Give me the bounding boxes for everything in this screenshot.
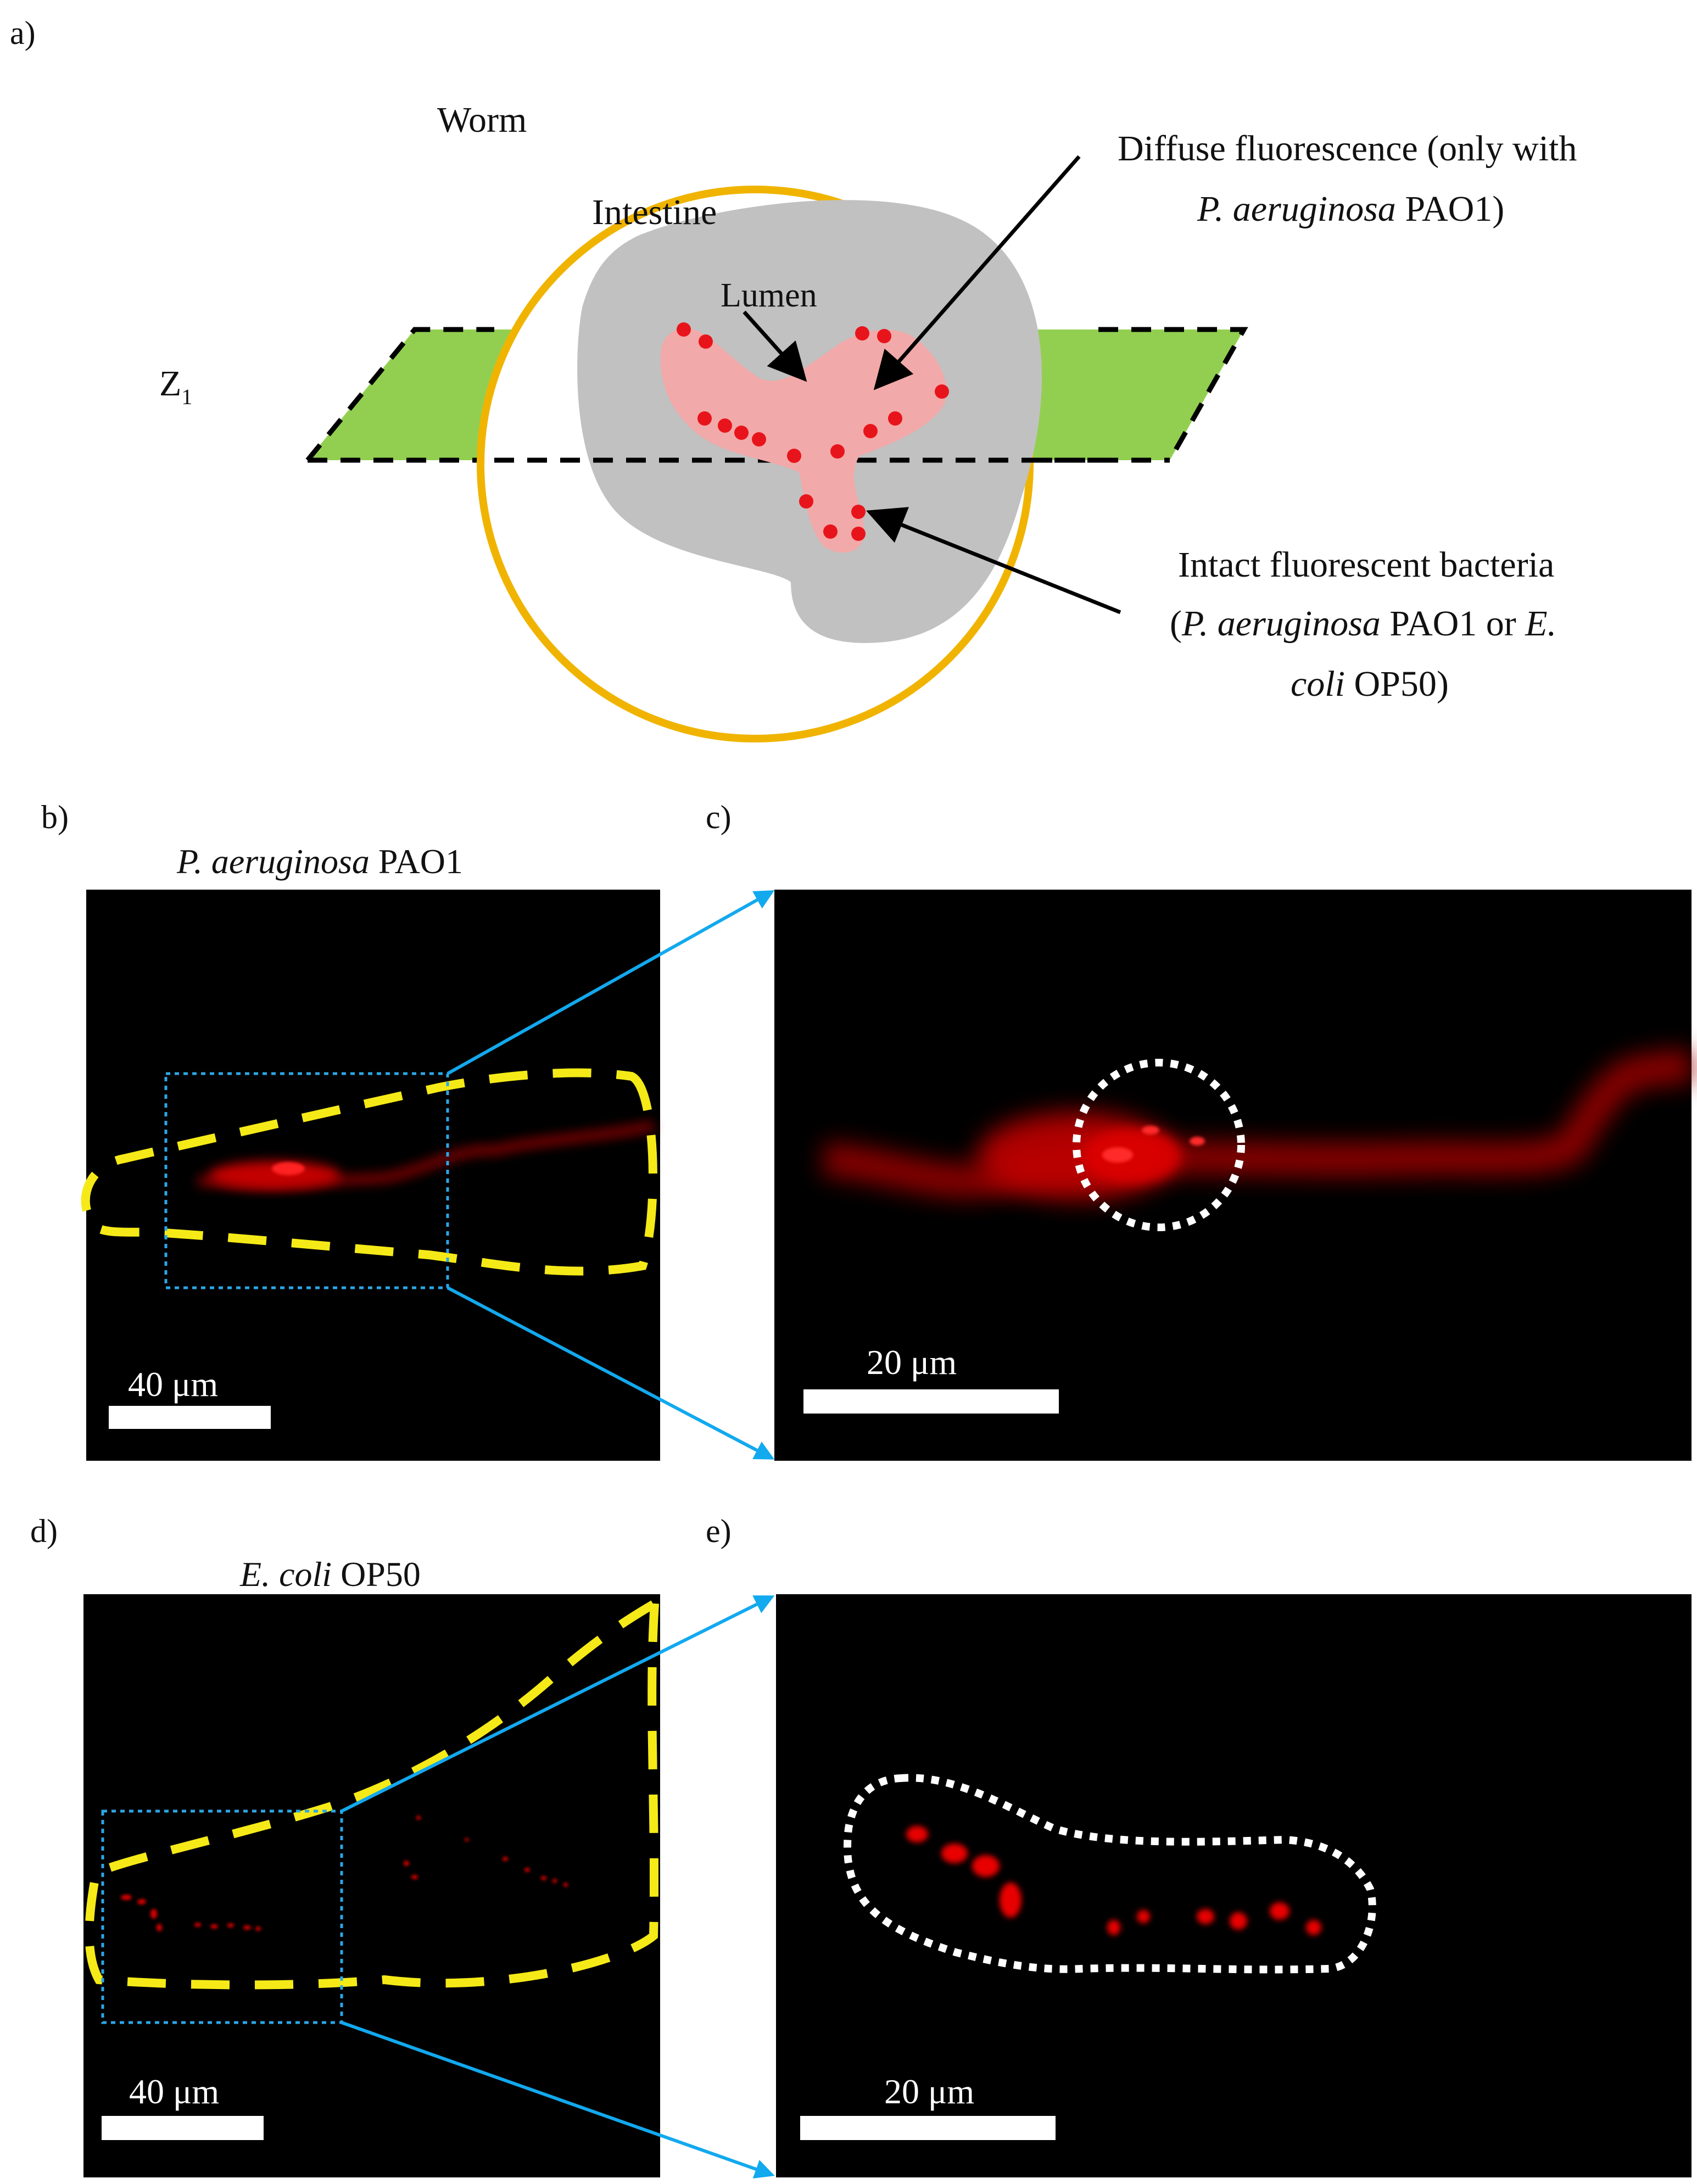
bacterium [752, 432, 766, 446]
bacterium [851, 505, 866, 519]
bright-spot [1142, 1126, 1159, 1135]
scale-bar-label: 20 μm [884, 2072, 974, 2111]
diffuse-line-1: Diffuse fluorescence (only with [1118, 129, 1577, 169]
bacteria-speckles [121, 1816, 568, 1931]
bacterium [823, 524, 838, 539]
micrograph-e-background [776, 1594, 1692, 2177]
intact-line-2: (P. aeruginosa PAO1 or E. [1170, 604, 1556, 644]
highlight-circle [1073, 1059, 1245, 1231]
panel-c-label: c) [706, 799, 732, 835]
diffuse-fluorescence-spot [209, 1161, 340, 1189]
zoom-connector-top [446, 890, 775, 1075]
worm-label: Worm [437, 100, 527, 140]
diffuse-arrow [873, 155, 1081, 390]
bright-spot [272, 1162, 305, 1175]
panel-d-label: d) [30, 1513, 58, 1549]
bacterium [888, 411, 902, 426]
bacterium [699, 334, 713, 349]
scale-bar-label: 20 μm [867, 1343, 957, 1382]
intact-bacteria-dots [677, 322, 949, 541]
panel-d-title: E. coli OP50 [239, 1555, 421, 1594]
plane-label-subscript: 1 [181, 384, 192, 409]
bacterium [830, 444, 845, 459]
panel-b-label: b) [41, 799, 69, 835]
scale-bar [800, 2116, 1056, 2140]
scale-bar [109, 1406, 271, 1429]
focal-plane-outline-left [305, 327, 494, 462]
lumen-fluorescence [822, 1049, 1694, 1198]
zoom-region-box [164, 1072, 449, 1289]
lumen-label: Lumen [721, 277, 817, 314]
zoom-region-box [101, 1809, 343, 2024]
scale-bar [102, 2116, 264, 2140]
zoom-connector-bottom [340, 2021, 775, 2179]
worm-outline [85, 1595, 660, 1990]
micrograph-c: 20 μm [774, 890, 1694, 1461]
intact-line-3: coli OP50) [1291, 664, 1449, 704]
bacterium [877, 329, 891, 343]
bacterium [697, 411, 712, 426]
scale-bar [803, 1389, 1059, 1414]
panel-b-title: P. aeruginosa PAO1 [176, 842, 463, 881]
micrograph-d: 40 μm [83, 1594, 660, 2177]
lumen-arrow [743, 310, 807, 382]
bacterium [677, 322, 691, 337]
intact-line-1: Intact fluorescent bacteria [1178, 545, 1554, 585]
bacterium [718, 418, 732, 433]
bacterium [851, 527, 866, 541]
worm-outline [81, 1068, 657, 1276]
zoom-connector-top [340, 1595, 775, 1813]
bright-spot [1190, 1137, 1205, 1146]
diffuse-line-2: P. aeruginosa PAO1) [1197, 189, 1504, 229]
plane-label: Z1 [159, 364, 192, 409]
bacterium [734, 426, 749, 440]
bacterium [863, 424, 878, 438]
panel-a-label: a) [10, 15, 36, 51]
bacterium [787, 449, 801, 463]
zoom-connector-bottom [446, 1286, 775, 1460]
intestine-label: Intestine [592, 192, 717, 232]
focal-plane-outline-right [1098, 327, 1248, 462]
scale-bar-label: 40 μm [129, 2072, 219, 2111]
micrograph-e: 20 μm [776, 1594, 1692, 2177]
scale-bar-label: 40 μm [128, 1365, 218, 1404]
intact-arrow [866, 507, 1121, 615]
bacterium [935, 384, 949, 399]
bacterium [855, 326, 869, 340]
micrograph-b: 40 μm [81, 890, 660, 1461]
bright-spot [1102, 1147, 1133, 1163]
panel-e-label: e) [706, 1513, 732, 1549]
bacteria [906, 1826, 1321, 1935]
bacterium [799, 494, 813, 509]
